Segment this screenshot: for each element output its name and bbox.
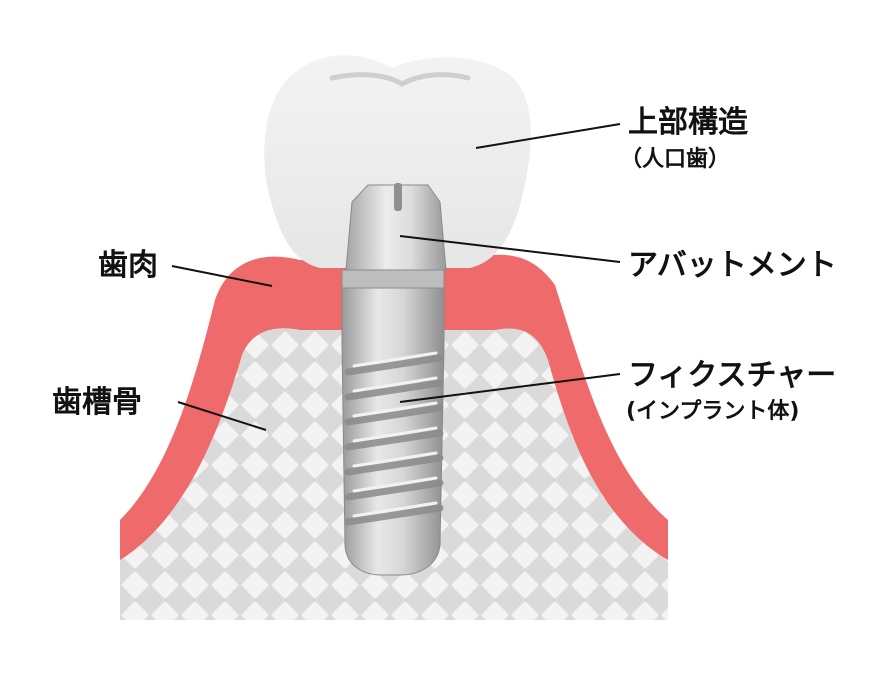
abutment-slot — [394, 183, 402, 211]
abutment-leader — [399, 235, 621, 263]
abutment-shape — [345, 184, 447, 271]
fixture-sub-label: (インプラント体) — [626, 399, 799, 424]
gum-label: 歯肉 — [98, 248, 158, 283]
crown-leader — [475, 123, 621, 149]
fixture-thread-highlights — [352, 351, 438, 518]
bone-label: 歯槽骨 — [52, 385, 142, 420]
fixture-label: フィクスチャー — [628, 358, 836, 393]
abutment-label: アバットメント — [628, 248, 837, 283]
bone-leader — [177, 401, 267, 431]
crown-groove — [329, 72, 471, 87]
abutment-collar — [341, 269, 445, 289]
crown-label: 上部構造 — [628, 105, 748, 140]
crown-sub-label: （人口歯） — [620, 146, 730, 172]
gum-leader — [171, 265, 273, 287]
fixture-leader — [399, 373, 621, 403]
crown-shape — [264, 55, 531, 268]
fixture-threads — [344, 354, 444, 526]
